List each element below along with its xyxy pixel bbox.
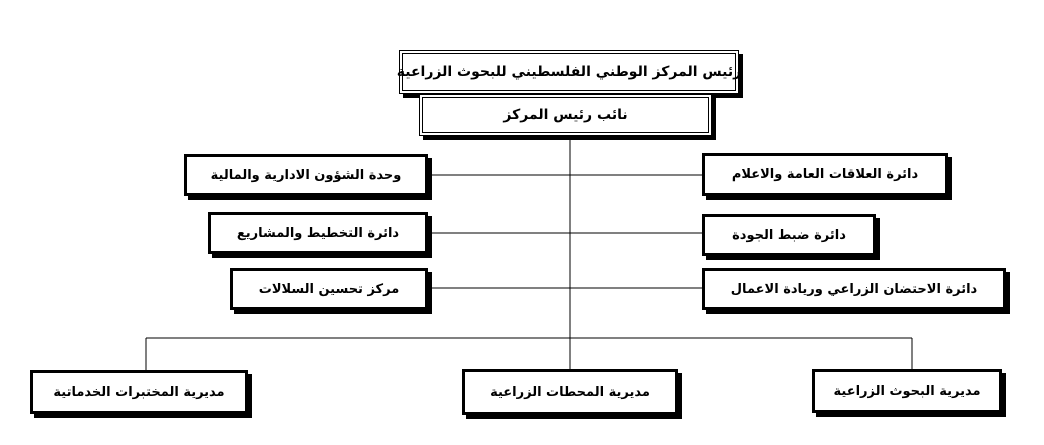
service-labs-directorate-label: مديرية المختبرات الخدماتية bbox=[53, 384, 225, 400]
vice-president-box: نائب رئيس المركز bbox=[419, 94, 712, 136]
agri-incubation-dept-label: دائرة الاحتضان الزراعي وريادة الاعمال bbox=[730, 281, 978, 297]
agri-research-directorate-label: مديرية البحوث الزراعية bbox=[833, 383, 981, 399]
service-labs-directorate-box: مديرية المختبرات الخدماتية bbox=[30, 370, 248, 414]
agri-research-directorate-box: مديرية البحوث الزراعية bbox=[812, 369, 1002, 413]
quality-control-dept-box: دائرة ضبط الجودة bbox=[702, 214, 876, 256]
quality-control-dept-label: دائرة ضبط الجودة bbox=[732, 227, 846, 243]
president-label: رئيس المركز الوطني الفلسطيني للبحوث الزر… bbox=[396, 64, 742, 80]
agri-incubation-dept-box: دائرة الاحتضان الزراعي وريادة الاعمال bbox=[702, 268, 1006, 310]
admin-finance-unit-label: وحدة الشؤون الادارية والمالية bbox=[210, 167, 402, 183]
admin-finance-unit-box: وحدة الشؤون الادارية والمالية bbox=[184, 154, 428, 196]
planning-projects-dept-label: دائرة التخطيط والمشاريع bbox=[236, 225, 400, 241]
agri-stations-directorate-box: مديرية المحطات الزراعية bbox=[462, 369, 678, 415]
vice-president-label: نائب رئيس المركز bbox=[503, 107, 628, 123]
planning-projects-dept-box: دائرة التخطيط والمشاريع bbox=[208, 212, 428, 254]
breed-improvement-center-label: مركز تحسين السلالات bbox=[258, 281, 400, 297]
public-relations-dept-box: دائرة العلاقات العامة والاعلام bbox=[702, 153, 948, 196]
agri-stations-directorate-label: مديرية المحطات الزراعية bbox=[490, 384, 650, 400]
public-relations-dept-label: دائرة العلاقات العامة والاعلام bbox=[731, 167, 919, 182]
breed-improvement-center-box: مركز تحسين السلالات bbox=[230, 268, 428, 310]
president-box: رئيس المركز الوطني الفلسطيني للبحوث الزر… bbox=[396, 50, 742, 94]
